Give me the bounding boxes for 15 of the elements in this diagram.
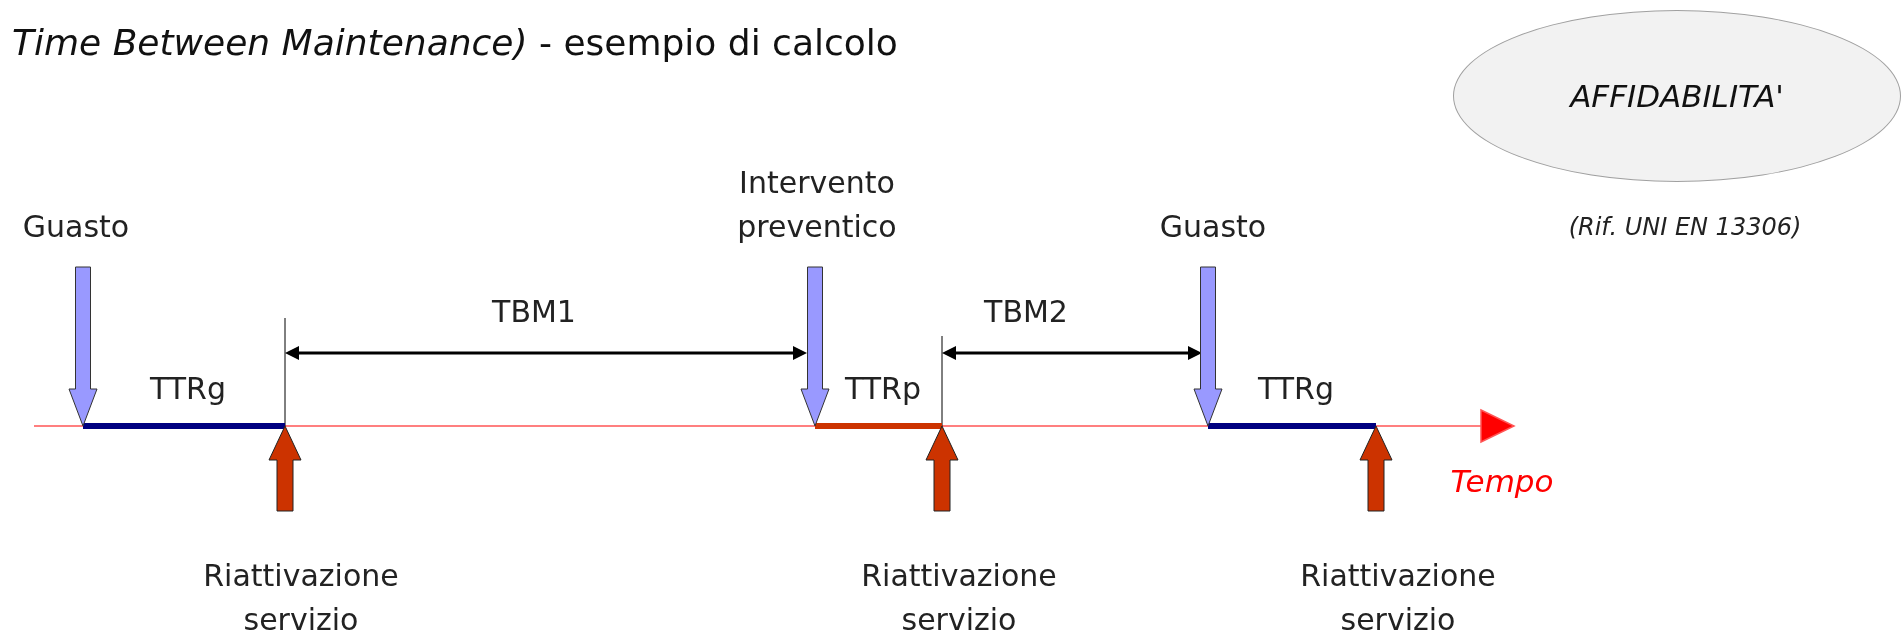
text-label: TBM2	[984, 293, 1068, 332]
text-label: TBM1	[492, 293, 576, 332]
reference-note: (Rif. UNI EN 13306)	[1568, 211, 1802, 243]
text-label: Tempo	[1450, 461, 1554, 501]
text-label: TTRg	[150, 370, 226, 409]
text-label: TTRg	[1258, 370, 1334, 409]
text-label: Guasto	[1159, 208, 1267, 247]
text-label: TTRp	[845, 370, 921, 409]
title: Time Between Maintenance) - esempio di calcolo	[12, 22, 898, 63]
text-label: Guasto	[22, 208, 130, 247]
text-label: Riattivazione servizio	[202, 556, 400, 638]
text-label: Riattivazione servizio	[860, 556, 1058, 638]
text-label: Intervento preventico	[736, 163, 898, 245]
node-text: AFFIDABILITA'	[1570, 78, 1784, 114]
text-label: Riattivazione servizio	[1299, 556, 1497, 638]
